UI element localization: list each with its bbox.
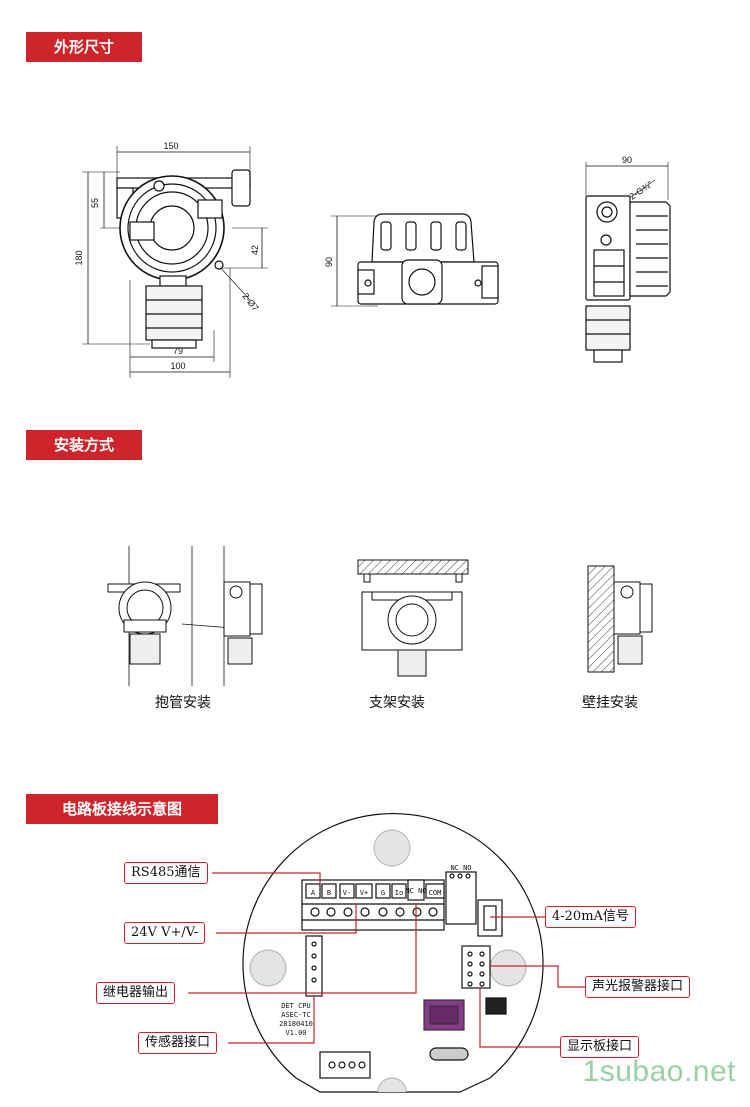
terminal-v-plus: V+	[360, 889, 368, 897]
section-title-installation: 安装方式	[26, 430, 142, 460]
caption-pipe-mount: 抱管安装	[155, 695, 211, 711]
dim-55: 55	[90, 198, 100, 208]
callout-alarm: 声光报警器接口	[585, 976, 691, 998]
front-view-drawing	[82, 146, 268, 378]
top-view-drawing	[331, 213, 499, 307]
dim-width-150: 150	[163, 141, 178, 151]
terminal-b: B	[327, 889, 331, 897]
dim-top-90: 90	[324, 257, 334, 267]
terminal-v-minus: V-	[343, 889, 351, 897]
caption-wall-mount: 壁挂安装	[582, 695, 638, 711]
dim-42: 42	[250, 245, 260, 255]
watermark: 1subao.net	[582, 1055, 736, 1088]
callout-leader-lines	[188, 872, 585, 1048]
section-title-dimensions: 外形尺寸	[26, 32, 142, 62]
terminal-nc-no: NC NO	[405, 887, 426, 895]
callout-signal: 4-20mA信号	[545, 906, 636, 928]
terminal-a: A	[311, 889, 316, 897]
caption-bracket-mount: 支架安装	[369, 695, 425, 711]
dim-height-180: 180	[74, 250, 84, 265]
dim-hole: 2-Ø7	[240, 291, 260, 313]
callout-display: 显示板接口	[560, 1036, 640, 1058]
board-text-line4: V1.00	[285, 1029, 306, 1037]
circuit-board-drawing	[242, 812, 544, 1093]
callout-rs485: RS485通信	[124, 862, 208, 884]
dim-thread: 2-G¾"	[628, 179, 655, 202]
terminal-com: COM	[429, 889, 442, 897]
dim-100: 100	[170, 361, 185, 371]
terminal-io: Io	[395, 889, 403, 897]
relay-nc-no-label: NC NO	[450, 864, 471, 872]
terminal-g: G	[381, 889, 385, 897]
board-text-line2: ASEC-TC	[281, 1011, 311, 1019]
section-title-wiring: 电路板接线示意图	[26, 794, 218, 824]
dim-79: 79	[173, 346, 183, 356]
wall-mount-drawing	[587, 565, 653, 673]
callout-relay: 继电器输出	[96, 982, 176, 1004]
pipe-mount-drawing	[107, 546, 263, 686]
bracket-mount-drawing	[357, 559, 469, 677]
side-view-drawing	[585, 162, 671, 363]
dim-side-90: 90	[622, 155, 632, 165]
callout-power: 24V V+/V-	[124, 922, 206, 944]
board-text-line3: 20180410	[279, 1020, 313, 1028]
callout-sensor: 传感器接口	[138, 1032, 218, 1054]
board-text-line1: DET CPU	[281, 1002, 311, 1010]
